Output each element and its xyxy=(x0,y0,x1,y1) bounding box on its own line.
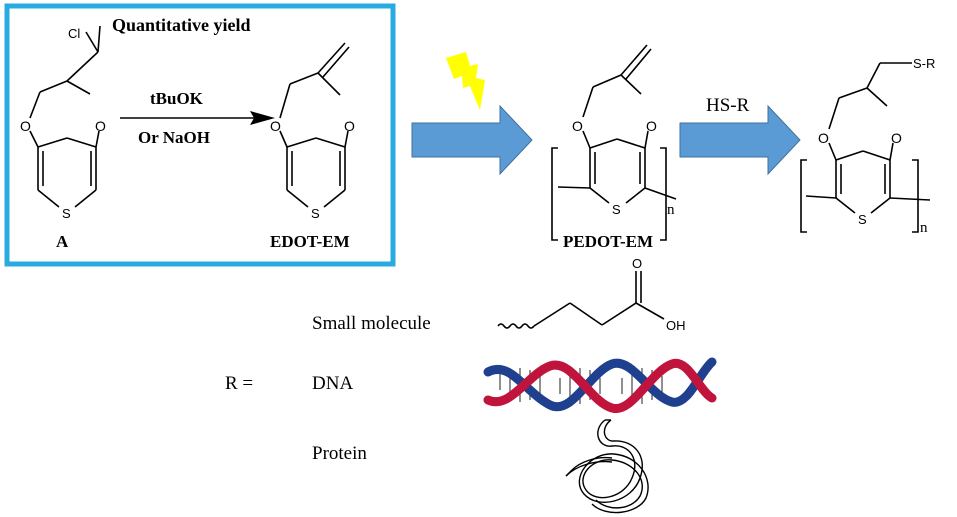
box-title: Quantitative yield xyxy=(112,15,251,35)
polymer-label: PEDOT-EM xyxy=(563,232,653,251)
r-protein: Protein xyxy=(312,443,367,464)
thiol-ene-arrow xyxy=(679,104,801,176)
compound-a-label: A xyxy=(56,232,69,251)
protein-coil-icon xyxy=(565,419,649,514)
small-molecule-oh: OH xyxy=(666,318,686,333)
synthesis-frame xyxy=(4,3,396,267)
monomer-o-left: O xyxy=(270,118,281,134)
monomer-edot-em xyxy=(279,42,350,208)
compound-a-s: S xyxy=(62,206,71,221)
small-molecule-o: O xyxy=(632,256,642,271)
compound-a xyxy=(29,25,101,208)
polymer-s: S xyxy=(612,202,621,217)
compound-a-cl: Cl xyxy=(68,26,80,41)
compound-a-o-left: O xyxy=(20,118,31,134)
dna-helix-icon xyxy=(483,357,717,413)
product-substituent: S-R xyxy=(913,56,935,71)
thiol-reagent: HS-R xyxy=(706,95,750,116)
small-molecule-structure xyxy=(497,271,665,329)
product-o-left: O xyxy=(818,130,829,146)
product-n: n xyxy=(920,220,928,236)
polymerization-arrow xyxy=(411,104,533,176)
compound-a-o-right: O xyxy=(95,118,106,134)
polymer-n: n xyxy=(667,202,675,218)
monomer-o-right: O xyxy=(344,118,355,134)
reagent-line-2: Or NaOH xyxy=(138,128,210,147)
polymer-o-right: O xyxy=(646,118,657,134)
polymer-o-left: O xyxy=(572,118,583,134)
r-small-molecule: Small molecule xyxy=(312,313,431,334)
product-polymer xyxy=(800,62,931,233)
product-o-right: O xyxy=(891,130,902,146)
reagent-line-1: tBuOK xyxy=(150,89,204,108)
r-label: R = xyxy=(225,373,253,394)
reaction-arrow-head xyxy=(250,111,275,125)
polymer-pedot-em xyxy=(551,44,677,241)
lightning-bolt-icon xyxy=(446,52,485,110)
monomer-s: S xyxy=(311,206,320,221)
r-dna: DNA xyxy=(312,373,353,394)
product-s: S xyxy=(858,212,867,227)
monomer-label: EDOT-EM xyxy=(270,232,350,251)
